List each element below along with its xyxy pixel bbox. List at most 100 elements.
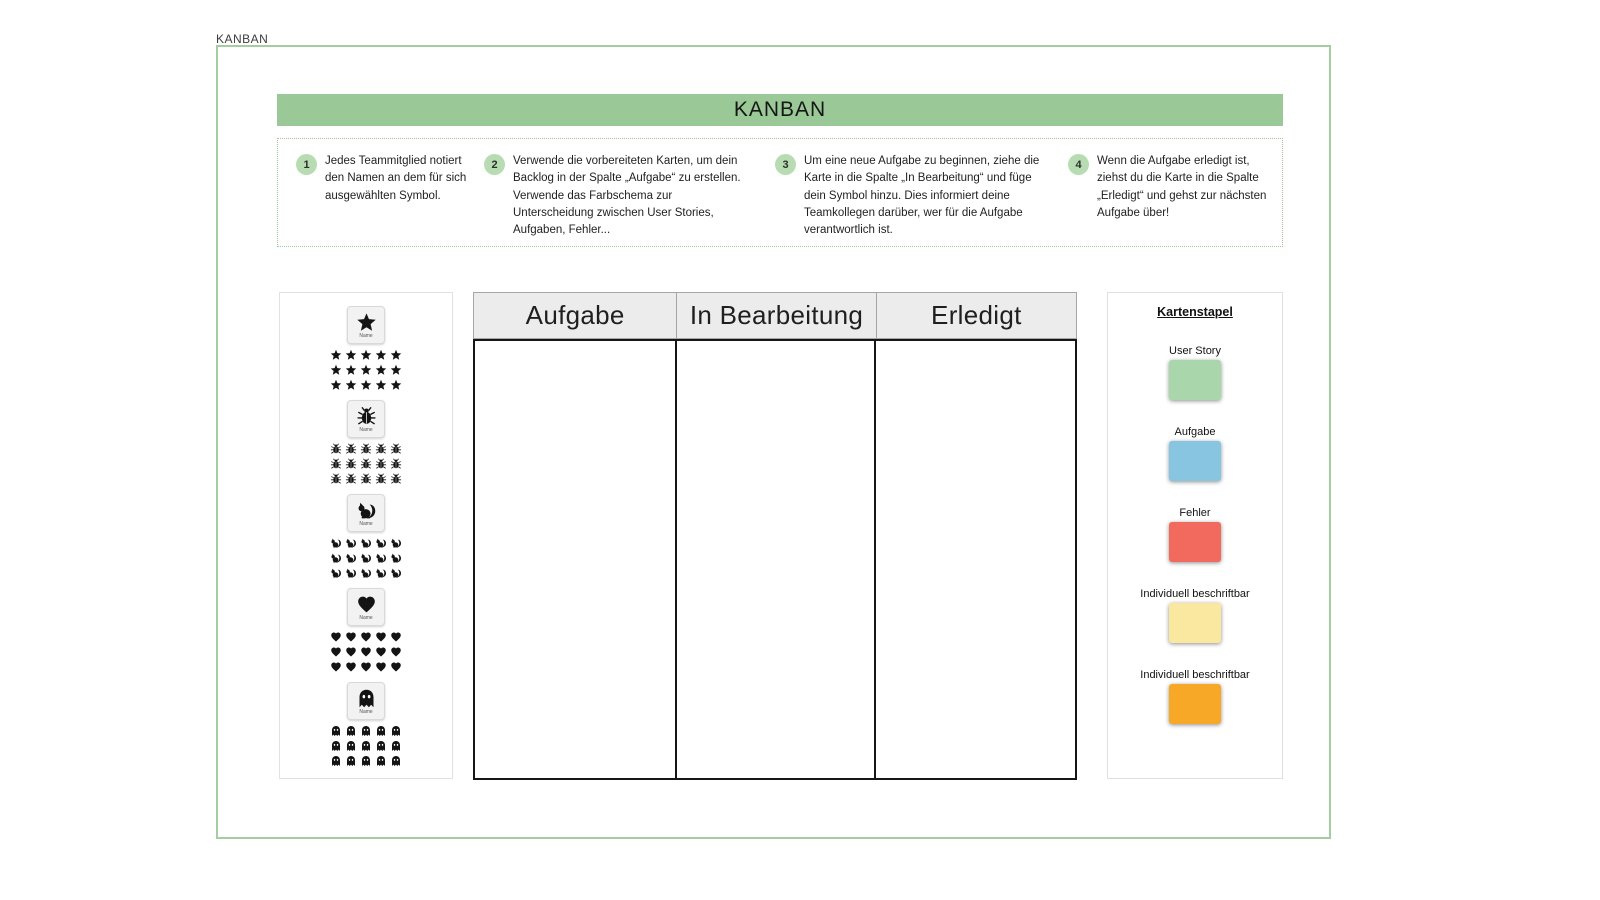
star-icon[interactable] (330, 364, 342, 376)
step-number-badge: 2 (484, 154, 505, 175)
heart-icon[interactable] (375, 646, 387, 658)
star-icon[interactable] (330, 349, 342, 361)
ghost-icon[interactable] (375, 755, 387, 767)
squirrel-icon[interactable] (360, 552, 372, 564)
squirrel-icon[interactable] (375, 552, 387, 564)
step-text: Verwende die vorbereiteten Karten, um de… (513, 155, 741, 236)
ghost-icon[interactable] (360, 755, 372, 767)
heart-icon[interactable] (390, 661, 402, 673)
star-icon[interactable] (360, 349, 372, 361)
bug-icon[interactable] (330, 458, 342, 470)
ghost-icon[interactable] (330, 740, 342, 752)
ghost-icon[interactable] (345, 755, 357, 767)
heart-icon[interactable] (390, 646, 402, 658)
star-icon[interactable] (360, 379, 372, 391)
heart-icon[interactable] (360, 661, 372, 673)
card-label: Individuell beschriftbar (1140, 588, 1250, 600)
bug-icon[interactable] (375, 473, 387, 485)
heart-icon[interactable] (360, 631, 372, 643)
bug-icon (356, 406, 377, 427)
symbol-grid (329, 443, 403, 485)
ghost-icon[interactable] (375, 725, 387, 737)
ghost-icon[interactable] (360, 725, 372, 737)
heart-icon[interactable] (375, 661, 387, 673)
squirrel-icon[interactable] (390, 567, 402, 579)
bug-icon[interactable] (390, 458, 402, 470)
aufgabe-card[interactable] (1169, 441, 1221, 481)
symbol-name-card[interactable]: Name (347, 588, 385, 626)
star-icon[interactable] (375, 379, 387, 391)
heart-icon[interactable] (330, 661, 342, 673)
bug-icon[interactable] (390, 443, 402, 455)
ghost-icon[interactable] (330, 755, 342, 767)
bug-icon[interactable] (375, 443, 387, 455)
user-story-card[interactable] (1169, 360, 1221, 400)
star-icon[interactable] (330, 379, 342, 391)
custom-orange-card[interactable] (1168, 684, 1221, 724)
bug-icon[interactable] (345, 473, 357, 485)
squirrel-icon[interactable] (375, 537, 387, 549)
heart-icon[interactable] (345, 661, 357, 673)
ghost-icon[interactable] (375, 740, 387, 752)
squirrel-icon[interactable] (375, 567, 387, 579)
heart-icon[interactable] (360, 646, 372, 658)
star-icon[interactable] (375, 349, 387, 361)
squirrel-icon[interactable] (390, 537, 402, 549)
star-icon[interactable] (345, 349, 357, 361)
star-icon[interactable] (345, 364, 357, 376)
bug-icon[interactable] (345, 443, 357, 455)
column-erledigt[interactable] (876, 341, 1075, 778)
star-icon[interactable] (360, 364, 372, 376)
bug-icon[interactable] (345, 458, 357, 470)
ghost-icon (356, 688, 377, 709)
squirrel-icon[interactable] (360, 537, 372, 549)
heart-icon[interactable] (345, 631, 357, 643)
heart-icon[interactable] (330, 646, 342, 658)
kanban-header-bar[interactable]: KANBAN (277, 94, 1283, 126)
star-icon[interactable] (375, 364, 387, 376)
bug-icon[interactable] (330, 443, 342, 455)
squirrel-icon[interactable] (330, 537, 342, 549)
custom-yellow-card[interactable] (1168, 603, 1221, 643)
ghost-icon[interactable] (345, 725, 357, 737)
symbol-name-card[interactable]: Name (347, 682, 385, 720)
squirrel-icon[interactable] (330, 552, 342, 564)
bug-icon[interactable] (375, 458, 387, 470)
ghost-icon[interactable] (390, 740, 402, 752)
symbol-name-card[interactable]: Name (347, 400, 385, 438)
star-icon[interactable] (390, 379, 402, 391)
heart-icon[interactable] (375, 631, 387, 643)
star-icon[interactable] (345, 379, 357, 391)
column-aufgabe[interactable] (475, 341, 677, 778)
ghost-icon[interactable] (345, 740, 357, 752)
ghost-icon[interactable] (390, 725, 402, 737)
symbol-group-squirrel: Name (329, 494, 403, 579)
symbol-name-card[interactable]: Name (347, 306, 385, 344)
heart-icon[interactable] (390, 631, 402, 643)
ghost-icon[interactable] (330, 725, 342, 737)
symbol-name-card[interactable]: Name (347, 494, 385, 532)
card-label: Fehler (1179, 507, 1211, 519)
heart-icon[interactable] (345, 646, 357, 658)
bug-icon[interactable] (360, 443, 372, 455)
stack-group-user-story: User Story (1169, 345, 1221, 400)
ghost-icon[interactable] (390, 755, 402, 767)
bug-icon[interactable] (360, 473, 372, 485)
squirrel-icon[interactable] (345, 537, 357, 549)
squirrel-icon[interactable] (345, 567, 357, 579)
squirrel-icon[interactable] (360, 567, 372, 579)
stack-group-custom-yellow: Individuell beschriftbar (1140, 588, 1250, 643)
squirrel-icon[interactable] (330, 567, 342, 579)
ghost-icon[interactable] (360, 740, 372, 752)
bug-icon[interactable] (390, 473, 402, 485)
column-in-bearbeitung[interactable] (677, 341, 876, 778)
star-icon[interactable] (390, 349, 402, 361)
fehler-card[interactable] (1169, 522, 1221, 562)
squirrel-icon[interactable] (345, 552, 357, 564)
bug-icon[interactable] (360, 458, 372, 470)
squirrel-icon[interactable] (390, 552, 402, 564)
stack-group-fehler: Fehler (1169, 507, 1221, 562)
bug-icon[interactable] (330, 473, 342, 485)
heart-icon[interactable] (330, 631, 342, 643)
star-icon[interactable] (390, 364, 402, 376)
